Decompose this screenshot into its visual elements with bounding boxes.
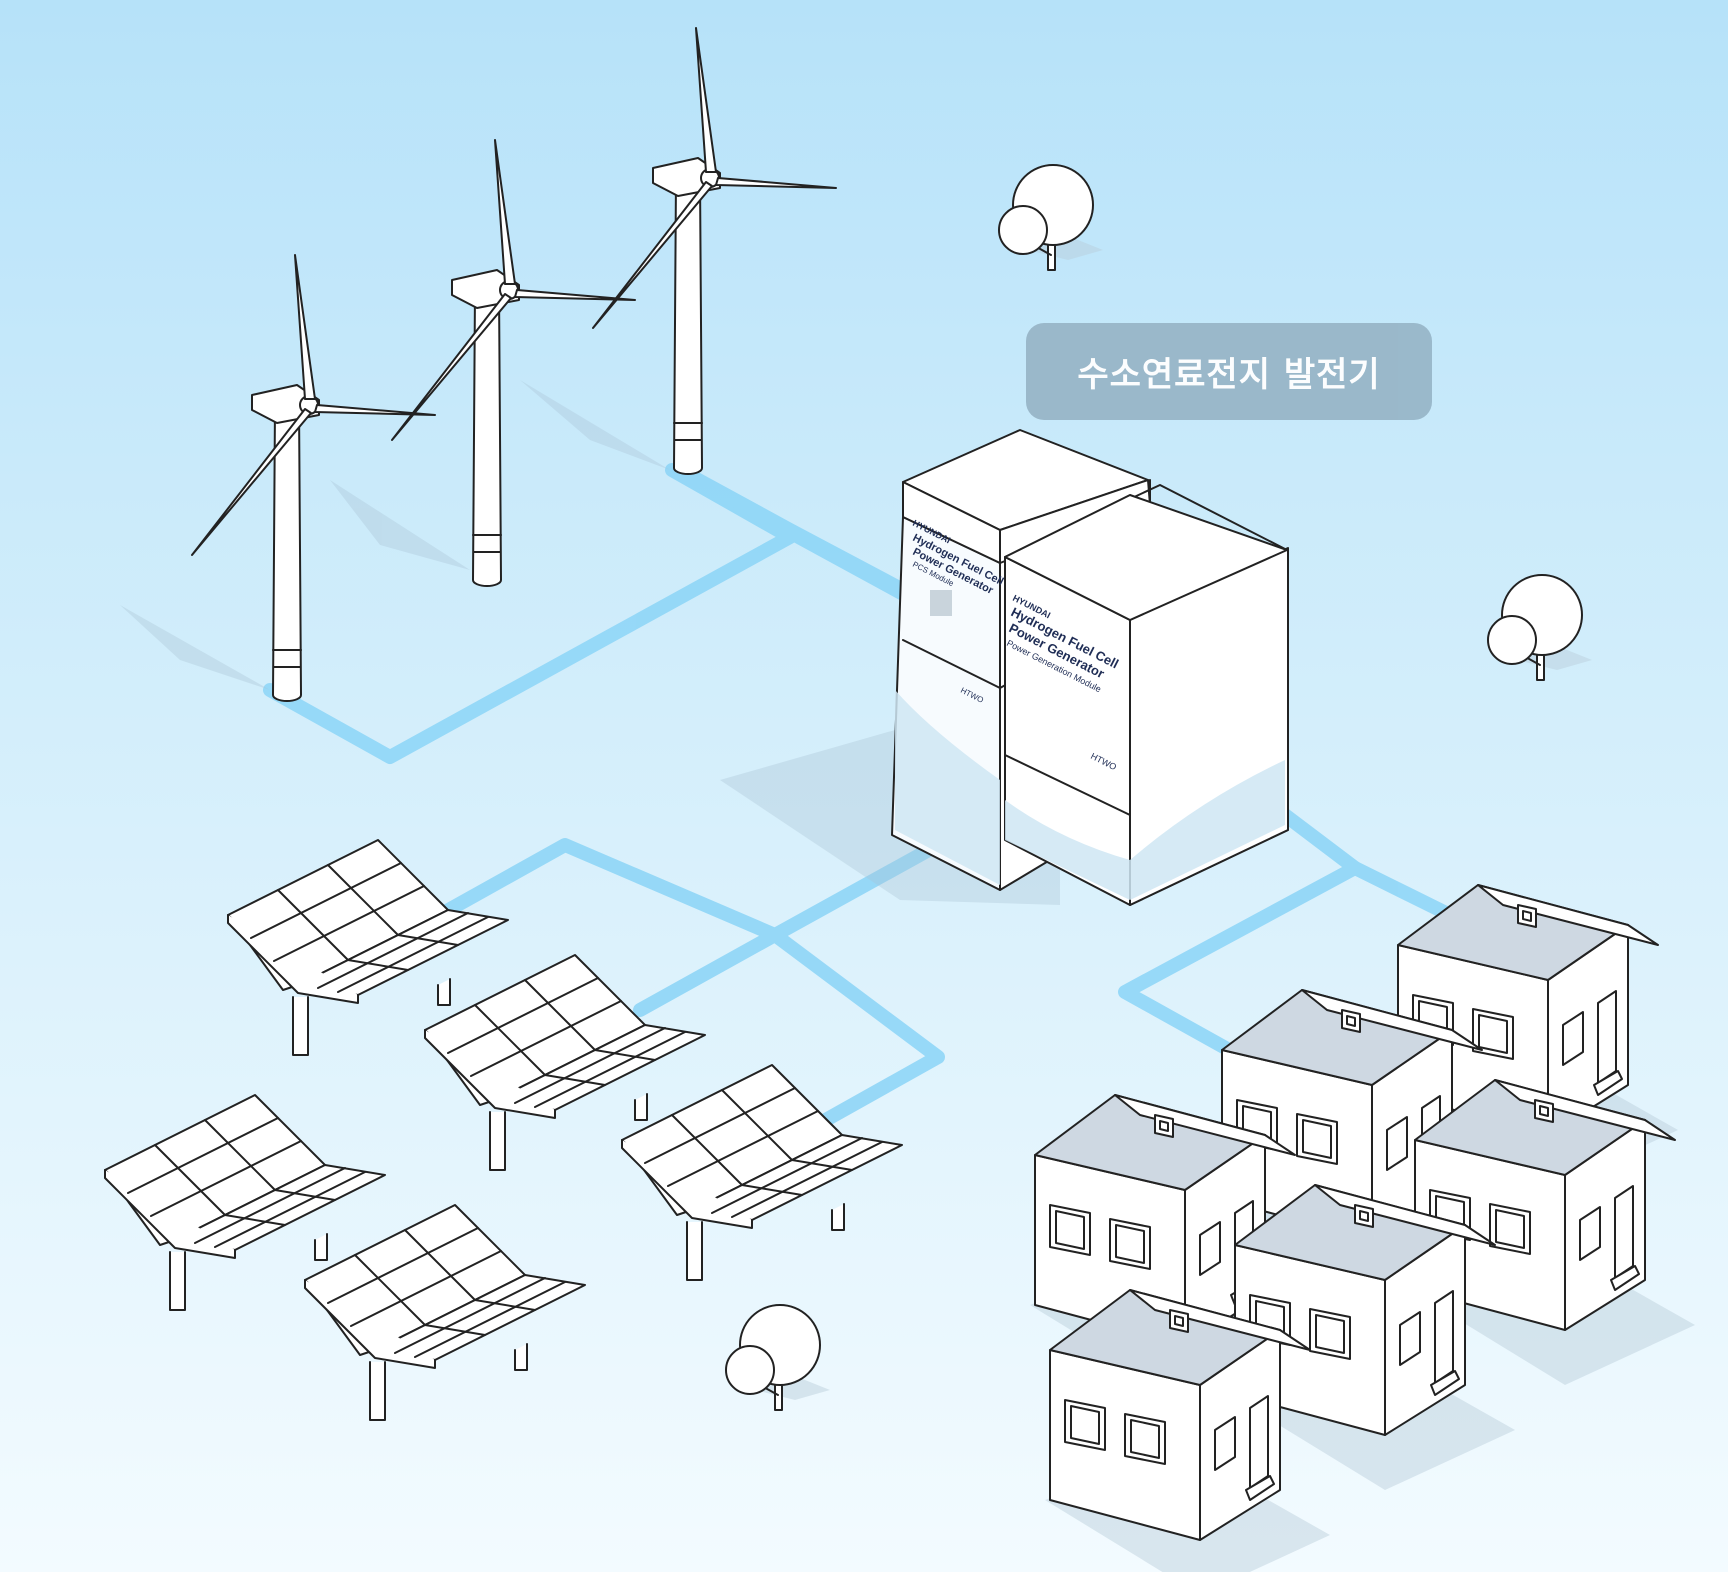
callout-text: 수소연료전지 발전기 — [1077, 355, 1381, 395]
generator-callout-label: 수소연료전지 발전기 — [1026, 323, 1432, 420]
fuel-cell-generator: HYUNDAI Hydrogen Fuel Cell Power Generat… — [891, 429, 1289, 906]
power-line-houses-2 — [1348, 861, 1457, 922]
wind-turbine — [592, 27, 837, 475]
wind-turbine — [191, 254, 436, 702]
solar-panel — [304, 1204, 586, 1421]
power-line-turbine-1 — [263, 463, 797, 764]
tree-icon — [998, 164, 1104, 271]
display-panel — [930, 590, 952, 616]
power-line-solar-3 — [633, 928, 782, 1017]
power-line-solar-1 — [438, 808, 999, 942]
power-line-turbine-3 — [788, 528, 912, 602]
power-line-solar-2 — [768, 928, 945, 1147]
wind-turbine — [391, 139, 636, 587]
tree-icon — [1487, 574, 1593, 681]
power-lines — [263, 463, 1457, 1147]
tree-icon — [725, 1304, 831, 1411]
power-line-houses-1 — [1118, 793, 1362, 1077]
